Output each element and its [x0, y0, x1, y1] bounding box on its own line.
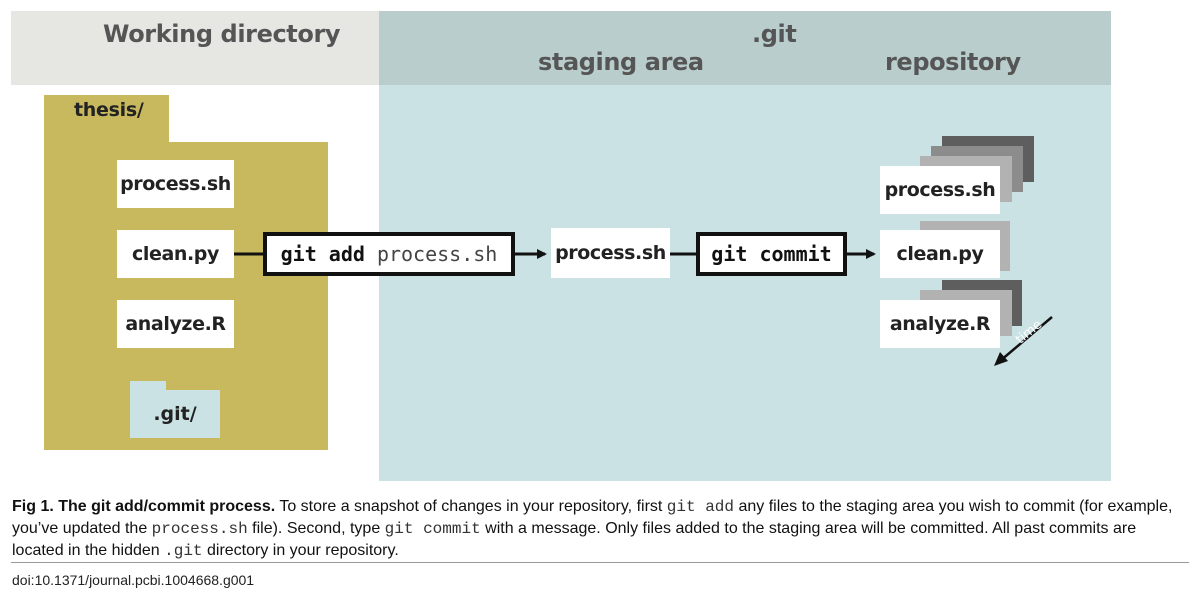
staging-file-process: process.sh — [551, 228, 670, 278]
git-add-label: git add — [280, 242, 365, 266]
repository-title: repository — [885, 48, 1021, 76]
git-add-argument: process.sh — [376, 242, 498, 266]
folder-tab — [44, 95, 169, 145]
repo-file-clean: clean.py — [880, 230, 1000, 278]
git-commit-command: git commit — [696, 232, 847, 276]
wd-file-analyze: analyze.R — [117, 300, 234, 348]
git-commit-label: git commit — [711, 242, 832, 266]
caption-text: any files to the staging area you wish t… — [12, 498, 1173, 537]
caption-text: with a message. Only files added to the … — [12, 520, 1137, 559]
git-title: .git — [752, 20, 797, 48]
time-arrow — [999, 316, 1053, 362]
caption-text: directory in your repository. — [206, 542, 399, 559]
time-arrow-head — [994, 352, 1008, 366]
caption-code: .git — [164, 542, 203, 560]
doi-link[interactable]: doi:10.1371/journal.pcbi.1004668.g001 — [12, 572, 255, 588]
caption-text: file). Second, type — [252, 520, 381, 537]
caption-text: To store a snapshot of changes in your r… — [279, 498, 663, 515]
working-directory-header — [11, 11, 379, 85]
figure-title: The git add/commit process. — [58, 498, 276, 515]
git-add-command: git add process.sh — [263, 232, 515, 276]
wd-file-process: process.sh — [117, 160, 234, 208]
folder-label: thesis/ — [74, 99, 144, 121]
git-header — [379, 11, 1111, 85]
caption-code: git add — [666, 498, 735, 516]
staging-area-title: staging area — [538, 48, 704, 76]
working-directory-title: Working directory — [103, 20, 341, 48]
figure-number: Fig 1. — [12, 498, 54, 515]
caption-code: process.sh — [151, 520, 248, 538]
figure-caption: Fig 1. The git add/commit process. To st… — [12, 496, 1192, 562]
git-dir-folder: .git/ — [130, 390, 220, 438]
caption-divider — [11, 562, 1189, 563]
repo-file-analyze: analyze.R — [880, 300, 1000, 348]
wd-file-clean: clean.py — [117, 230, 234, 278]
caption-code: git commit — [384, 520, 481, 538]
repo-file-process: process.sh — [880, 166, 1000, 214]
